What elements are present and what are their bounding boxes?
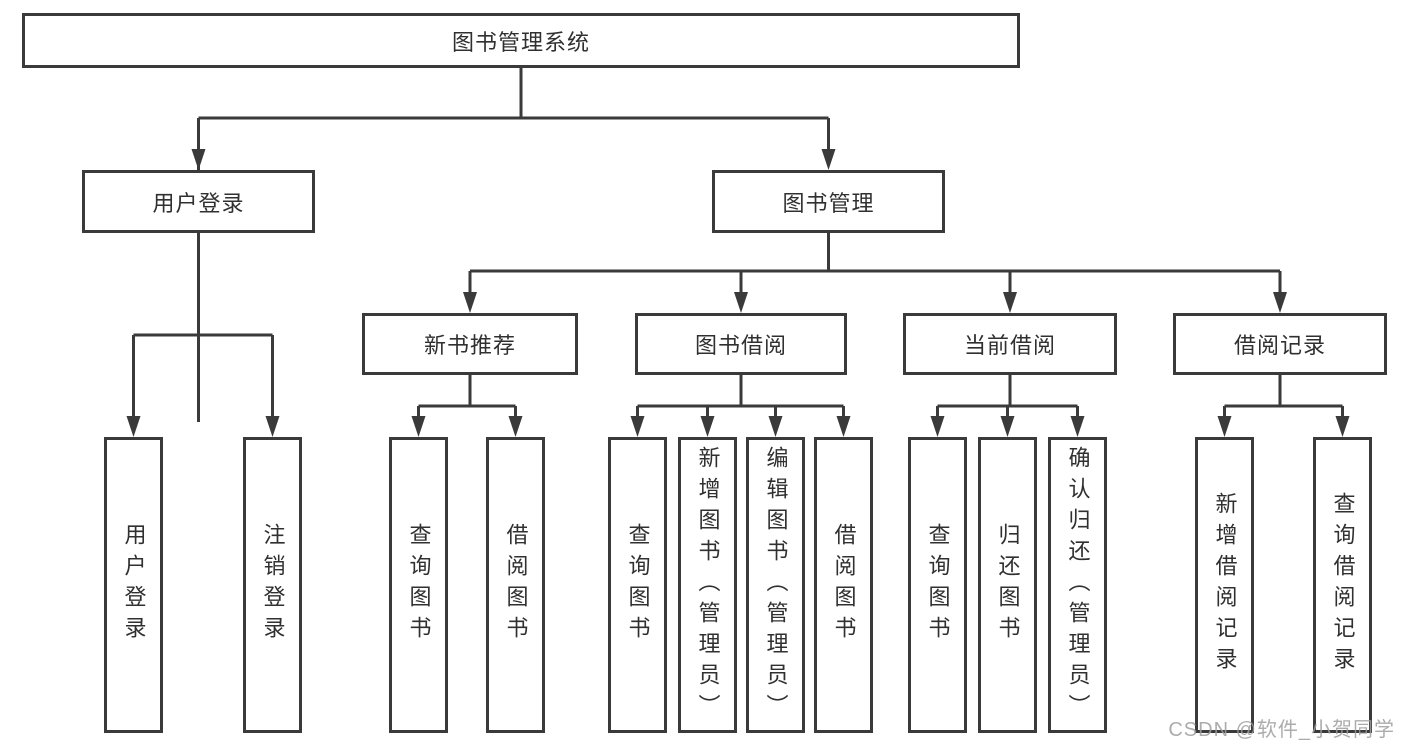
node-new-book-recommend: 新书推荐 bbox=[362, 313, 578, 375]
leaf-query-borrow-record-label: 查询借阅记录 bbox=[1330, 492, 1356, 678]
leaf-query-book-current: 查询图书 bbox=[908, 437, 967, 733]
node-book-borrow-label: 图书借阅 bbox=[694, 333, 787, 358]
leaf-add-borrow-record-label: 新增借阅记录 bbox=[1212, 492, 1238, 678]
node-new-book-recommend-label: 新书推荐 bbox=[423, 333, 516, 358]
node-book-borrow: 图书借阅 bbox=[635, 313, 847, 375]
arrow-down-icon bbox=[1000, 416, 1015, 437]
node-borrow-records-label: 借阅记录 bbox=[1233, 333, 1326, 358]
leaf-edit-book-admin: 编辑图书（管理员） bbox=[746, 437, 805, 733]
arrow-down-icon bbox=[700, 416, 715, 437]
connector-root bbox=[197, 68, 830, 422]
leaf-return-book: 归还图书 bbox=[978, 437, 1037, 733]
node-root-label: 图书管理系统 bbox=[451, 29, 590, 55]
leaf-query-book-borrowsec: 查询图书 bbox=[608, 437, 667, 733]
leaf-query-borrow-record: 查询借阅记录 bbox=[1313, 437, 1372, 733]
node-book-management-label: 图书管理 bbox=[782, 190, 875, 216]
arrowheads bbox=[126, 149, 1350, 437]
node-user-login: 用户登录 bbox=[82, 170, 315, 233]
leaf-query-book-borrowsec-label: 查询图书 bbox=[625, 523, 651, 647]
arrow-down-icon bbox=[630, 416, 645, 437]
leaf-query-book-current-label: 查询图书 bbox=[925, 523, 951, 647]
leaf-logout: 注销登录 bbox=[243, 437, 302, 733]
leaf-edit-book-admin-label: 编辑图书（管理员） bbox=[763, 445, 789, 725]
leaf-borrow-book-borrowsec-label: 借阅图书 bbox=[831, 523, 857, 647]
connector-book-management bbox=[468, 233, 1282, 296]
node-book-management: 图书管理 bbox=[712, 170, 945, 233]
arrow-down-icon bbox=[126, 416, 141, 437]
leaf-borrow-book-recommend-label: 借阅图书 bbox=[503, 523, 529, 647]
connector-current-borrow bbox=[936, 375, 1079, 420]
arrow-down-icon bbox=[411, 416, 426, 437]
leaf-add-book-admin: 新增图书（管理员） bbox=[678, 437, 737, 733]
leaf-query-book-recommend: 查询图书 bbox=[389, 437, 448, 733]
arrow-down-icon bbox=[930, 416, 945, 437]
connector-book-borrow bbox=[636, 375, 845, 420]
arrow-down-icon bbox=[1003, 292, 1017, 313]
arrow-down-icon bbox=[265, 416, 280, 437]
leaf-user-login: 用户登录 bbox=[104, 437, 163, 733]
arrow-down-icon bbox=[1217, 416, 1232, 437]
leaf-add-book-admin-label: 新增图书（管理员） bbox=[695, 445, 721, 725]
leaf-add-borrow-record: 新增借阅记录 bbox=[1195, 437, 1254, 733]
connector-new-book-recommend bbox=[417, 375, 517, 420]
arrow-down-icon bbox=[191, 149, 206, 170]
arrow-down-icon bbox=[821, 149, 836, 170]
leaf-borrow-book-recommend: 借阅图书 bbox=[486, 437, 545, 733]
connector-user-login bbox=[132, 233, 274, 420]
leaf-logout-label: 注销登录 bbox=[260, 523, 286, 647]
arrow-down-icon bbox=[836, 416, 851, 437]
connector-root-drops bbox=[197, 118, 830, 152]
node-borrow-records: 借阅记录 bbox=[1173, 313, 1387, 375]
arrow-down-icon bbox=[508, 416, 523, 437]
node-current-borrow: 当前借阅 bbox=[903, 313, 1117, 375]
arrow-down-icon bbox=[463, 292, 477, 313]
arrow-down-icon bbox=[1335, 416, 1350, 437]
node-user-login-label: 用户登录 bbox=[152, 190, 245, 216]
leaf-borrow-book-borrowsec: 借阅图书 bbox=[814, 437, 873, 733]
leaf-user-login-label: 用户登录 bbox=[121, 523, 147, 647]
node-current-borrow-label: 当前借阅 bbox=[963, 333, 1056, 358]
leaf-confirm-return-admin: 确认归还（管理员） bbox=[1048, 437, 1107, 733]
arrow-down-icon bbox=[734, 292, 748, 313]
arrow-down-icon bbox=[1070, 416, 1085, 437]
connector-borrow-records bbox=[1223, 375, 1344, 420]
leaf-return-book-label: 归还图书 bbox=[995, 523, 1021, 647]
leaf-confirm-return-admin-label: 确认归还（管理员） bbox=[1065, 445, 1091, 725]
arrow-down-icon bbox=[1273, 292, 1287, 313]
arrow-down-icon bbox=[768, 416, 783, 437]
leaf-query-book-recommend-label: 查询图书 bbox=[406, 523, 432, 647]
node-root: 图书管理系统 bbox=[22, 13, 1020, 68]
